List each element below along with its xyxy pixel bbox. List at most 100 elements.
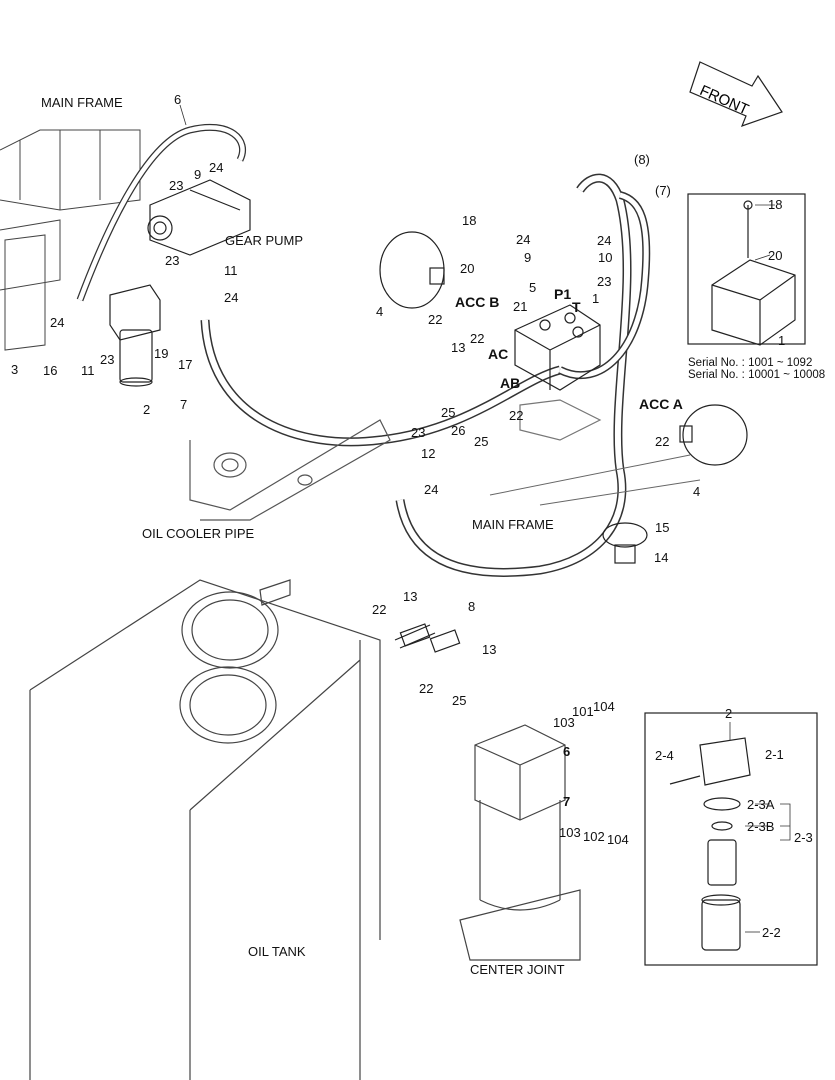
port-ac: AC — [488, 346, 509, 362]
callout: 22 — [428, 312, 443, 327]
front-indicator: FRONT — [690, 68, 802, 120]
front-label: FRONT — [697, 82, 752, 119]
inset-filter-parts — [669, 737, 751, 951]
callout: (7) — [655, 183, 671, 198]
accumulator-b — [379, 231, 445, 309]
label-oil-tank: OIL TANK — [248, 944, 306, 959]
front-arrow — [689, 61, 783, 128]
serial-line-2: Serial No. : 10001 ~ 10008 — [688, 369, 825, 381]
callout: 25 — [452, 693, 467, 708]
callout: 23 — [411, 425, 426, 440]
center-joint — [459, 724, 581, 961]
oil-tank — [29, 579, 381, 1080]
callout: 18 — [768, 197, 783, 212]
serial-line-1: Serial No. : 1001 ~ 1092 — [688, 357, 812, 369]
tank-fittings — [394, 623, 461, 653]
return-filter — [109, 284, 161, 387]
callout: 23 — [597, 274, 612, 289]
label-gear-pump: GEAR PUMP — [225, 233, 304, 248]
port-acc-a: ACC A — [639, 396, 683, 412]
callout: 2 — [725, 706, 733, 721]
callout: 101 — [572, 704, 594, 719]
label-oil-cooler-pipe: OIL COOLER PIPE — [142, 526, 255, 541]
inset-valve-block — [711, 200, 796, 346]
callout: 24 — [209, 160, 224, 175]
callout: 22 — [470, 331, 485, 346]
callout: 24 — [516, 232, 531, 247]
callout: 22 — [372, 602, 387, 617]
callout: 6 — [174, 92, 182, 107]
label-main-frame-mid: MAIN FRAME — [472, 517, 554, 532]
main-frame-line — [489, 454, 701, 506]
callout: 20 — [460, 261, 475, 276]
callout: 24 — [50, 315, 65, 330]
callout: 23 — [165, 253, 180, 268]
port-ab: AB — [500, 375, 521, 391]
callout: 13 — [451, 340, 466, 355]
callout: 4 — [376, 304, 384, 319]
callout: 2-3 — [794, 830, 813, 845]
callout: 9 — [524, 250, 532, 265]
callout: 7 — [563, 794, 571, 809]
callout: 22 — [655, 434, 670, 449]
callout: 10 — [598, 250, 613, 265]
callout: 2-3A — [747, 797, 775, 812]
callout: 23 — [169, 178, 184, 193]
callout: 23 — [100, 352, 115, 367]
callout: 3 — [11, 362, 19, 377]
callout: 24 — [224, 290, 239, 305]
callout: 103 — [559, 825, 581, 840]
callout: 4 — [693, 484, 701, 499]
port-acc-b: ACC B — [455, 294, 500, 310]
valve-block — [514, 304, 602, 441]
label-main-frame-top: MAIN FRAME — [41, 95, 123, 110]
callout: 2-3B — [747, 819, 775, 834]
callout: 104 — [607, 832, 629, 847]
callout: 2-1 — [765, 747, 784, 762]
callout: 2 — [143, 402, 151, 417]
callout: 102 — [583, 829, 605, 844]
hose-6 — [76, 123, 246, 302]
callout: 25 — [441, 405, 456, 420]
callout: (8) — [634, 152, 650, 167]
callout: 21 — [513, 299, 528, 314]
callout: 2-2 — [762, 925, 781, 940]
callout: 13 — [482, 642, 497, 657]
gear-pump — [147, 179, 251, 256]
callout: 14 — [654, 550, 669, 565]
callout: 22 — [419, 681, 434, 696]
callout: 20 — [768, 248, 783, 263]
callout: 11 — [224, 263, 238, 278]
callout: 16 — [43, 363, 58, 378]
callout: 9 — [194, 167, 202, 182]
leader-lines — [179, 104, 791, 933]
accumulator-a — [679, 404, 748, 466]
hose-clamp — [602, 522, 648, 564]
callout: 15 — [655, 520, 670, 535]
callout: 12 — [421, 446, 436, 461]
port-p1: P1 — [554, 286, 572, 302]
callout: 1 — [592, 291, 600, 306]
callout: 6 — [563, 744, 571, 759]
callout: 1 — [778, 333, 786, 348]
callout: 104 — [593, 699, 615, 714]
inset-box-valve — [687, 193, 806, 345]
label-center-joint: CENTER JOINT — [470, 962, 565, 977]
inset-box-filter — [644, 712, 818, 966]
callout: 13 — [403, 589, 418, 604]
callout: 103 — [553, 715, 575, 730]
oil-cooler-pipe — [189, 419, 391, 521]
callout: 26 — [451, 423, 466, 438]
callout: 5 — [529, 280, 537, 295]
callout: 11 — [81, 363, 95, 378]
callout: 2-4 — [655, 748, 674, 763]
callout: 24 — [424, 482, 439, 497]
callout: 22 — [509, 408, 524, 423]
callout: 25 — [474, 434, 489, 449]
callout: 24 — [597, 233, 612, 248]
main-frame-structure — [0, 129, 141, 351]
callout: 19 — [154, 346, 169, 361]
callout: 8 — [468, 599, 476, 614]
callout: 17 — [178, 357, 193, 372]
